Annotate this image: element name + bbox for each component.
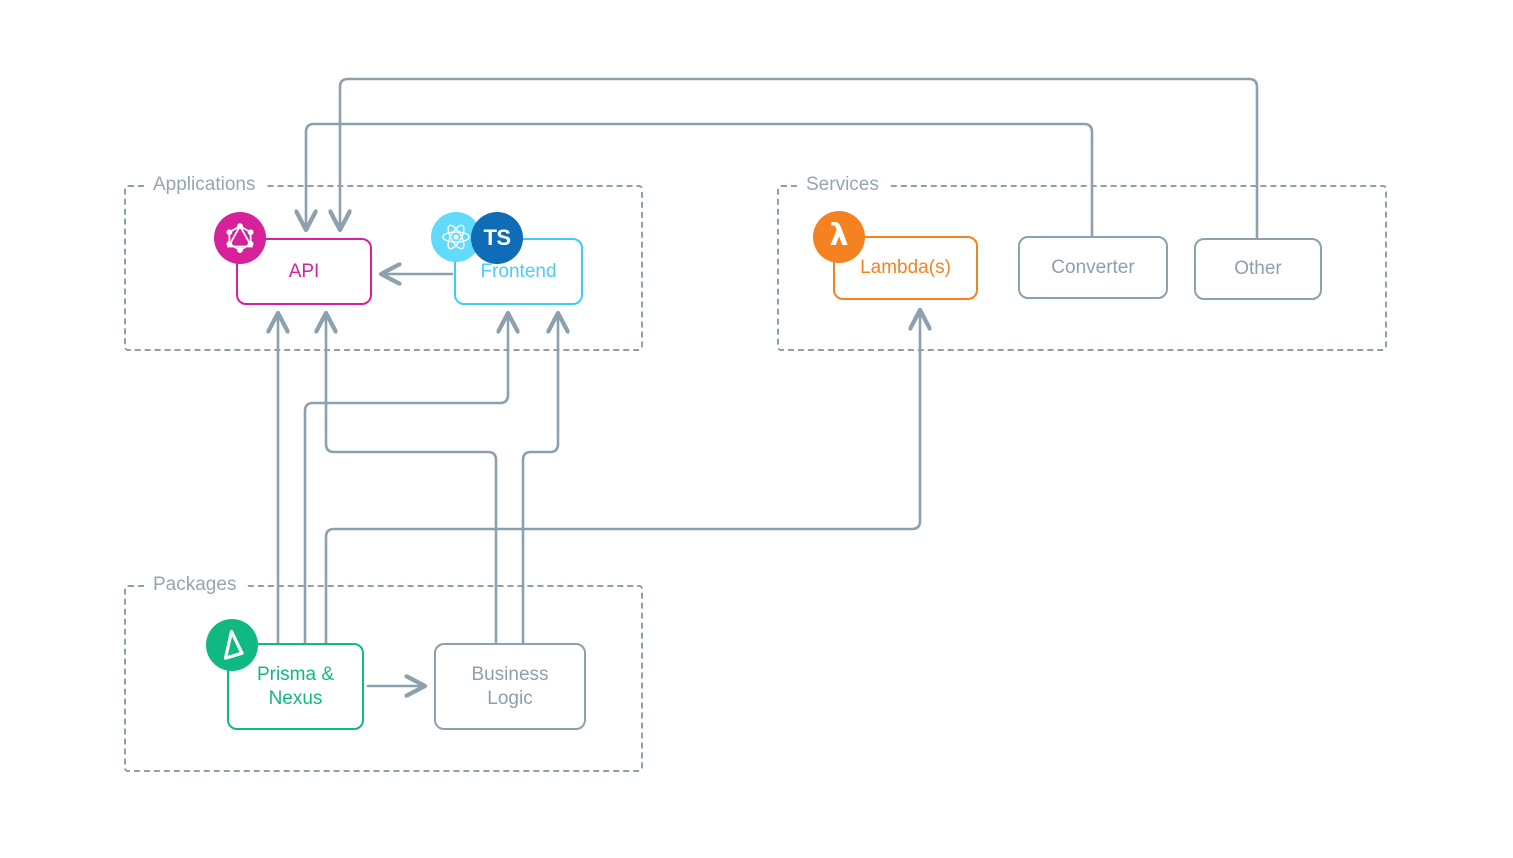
node-other[interactable]: Other (1194, 238, 1322, 300)
edge-business-to-frontend (521, 314, 558, 645)
graphql-icon (214, 212, 266, 264)
node-label-other: Other (1234, 258, 1282, 280)
node-label-api: API (288, 260, 320, 282)
group-label-services: Services (797, 174, 888, 196)
aws-lambda-icon: λ (813, 211, 865, 263)
node-label-frontend: Frontend (480, 260, 557, 282)
node-converter[interactable]: Converter (1018, 236, 1168, 299)
edge-converter-to-api (306, 122, 1094, 238)
node-business-logic[interactable]: Business Logic (434, 643, 586, 730)
node-label-business-logic: Business Logic (471, 663, 548, 709)
group-label-applications: Applications (144, 174, 265, 196)
edge-business-to-api (326, 314, 498, 645)
node-label-business-line1: Business (471, 664, 549, 686)
prisma-icon (206, 619, 258, 671)
edge-prisma-to-frontend (303, 314, 508, 645)
node-label-prisma-line2: Nexus (268, 687, 323, 709)
group-services (777, 185, 1387, 351)
edge-other-to-api (340, 77, 1259, 240)
lambda-glyph: λ (829, 218, 849, 253)
node-label-business-line2: Logic (487, 687, 533, 709)
typescript-label: TS (483, 225, 511, 250)
node-label-prisma: Prisma & Nexus (257, 663, 334, 709)
group-label-packages: Packages (144, 574, 246, 596)
node-label-converter: Converter (1051, 256, 1135, 278)
group-packages (124, 585, 643, 772)
typescript-icon: TS (471, 212, 523, 264)
group-applications (124, 185, 643, 351)
node-label-prisma-line1: Prisma & (256, 664, 335, 686)
node-label-lambda: Lambda(s) (860, 257, 951, 279)
edge-prisma-to-lambda (324, 311, 920, 645)
